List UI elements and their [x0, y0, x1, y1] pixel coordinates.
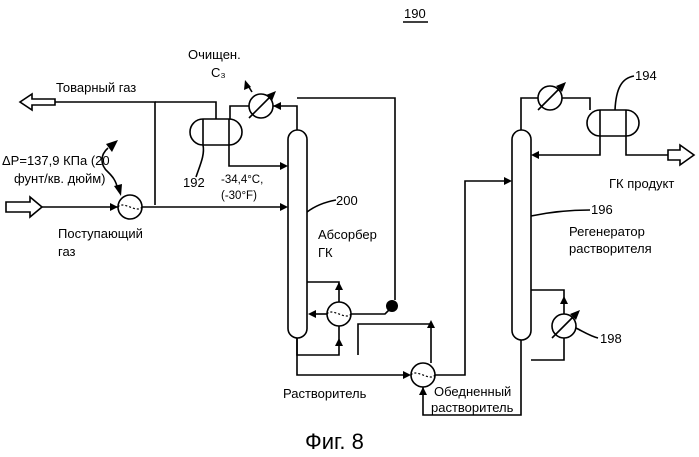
ref-194-leader — [615, 76, 634, 110]
solvent-pump — [386, 300, 398, 312]
condenser-to-drum-line — [562, 98, 590, 110]
ref-192-leader — [196, 145, 203, 177]
absorber-label-1: Абсорбер — [318, 227, 377, 242]
product-gas-label: Товарный газ — [56, 80, 136, 95]
solvent-cooler — [327, 302, 351, 326]
lean-solvent-label-2: растворитель — [431, 400, 514, 415]
lean-to-cooler-line — [358, 324, 431, 355]
regen-bottoms-arrowhead — [419, 387, 427, 395]
rich-solvent-arrowhead — [403, 371, 411, 379]
ngl-product-arrow — [668, 145, 694, 165]
reflux-drum-194 — [587, 110, 639, 136]
reflux-arrowhead — [531, 151, 539, 159]
regen-feed-arrowhead — [504, 177, 512, 185]
reflux-line — [536, 136, 600, 155]
lean-solvent-arrowhead — [335, 338, 343, 346]
pressure-drop-arrowhead-bottom — [114, 184, 122, 196]
reboiler-198 — [552, 310, 580, 338]
pressure-drop-arrowhead-top — [106, 140, 118, 152]
purified-c3-label-2: C₃ — [211, 65, 226, 80]
separator-liquid-arrowhead — [280, 162, 288, 170]
reboiler-return-line — [531, 338, 564, 360]
reboiler-return-arrowhead — [560, 296, 568, 304]
purified-c3-label-1: Очищен. — [188, 47, 241, 62]
overhead-arrowhead — [273, 102, 281, 110]
reboiler-supply-line — [531, 290, 564, 314]
regen-overhead-line — [521, 98, 538, 130]
feed-gas-label-1: Поступающий — [58, 226, 143, 241]
absorber-label-2: ГК — [318, 245, 333, 260]
absorber-overhead-line — [273, 106, 297, 132]
ref-198-label: 198 — [600, 331, 622, 346]
cold-separator-192 — [190, 119, 242, 145]
regen-condenser — [538, 82, 566, 110]
ref-196-label: 196 — [591, 202, 613, 217]
regenerator-label-1: Регенератор — [569, 224, 645, 239]
absorber-column-200 — [288, 130, 307, 338]
ref-192-label: 192 — [183, 175, 205, 190]
ref-198-leader — [576, 328, 598, 338]
separator-vapor-line — [155, 102, 216, 119]
ref-194-label: 194 — [635, 68, 657, 83]
figure-caption: Фиг. 8 — [305, 429, 364, 454]
pressure-drop-label-1: ΔP=137,9 КПа (20 — [2, 153, 110, 168]
product-gas-arrow — [20, 94, 55, 110]
chiller-to-separator-line — [230, 106, 249, 119]
lean-solvent-label-1: Обедненный — [434, 384, 511, 399]
solvent-label: Растворитель — [283, 386, 367, 401]
pressure-drop-label-2: фунт/кв. дюйм) — [14, 171, 105, 186]
separator-liquid-line — [229, 145, 283, 166]
absorber-bottoms-line — [307, 282, 339, 302]
rich-solvent-line — [297, 338, 407, 375]
lean-rich-exchanger — [411, 363, 435, 387]
cooler-to-absorber-arrowhead — [308, 310, 316, 318]
feed-heat-exchanger — [118, 195, 142, 219]
ref-200-leader — [307, 200, 336, 212]
feed-gas-arrow — [6, 197, 42, 217]
temperature-label-2: (-30°F) — [221, 190, 257, 202]
regenerator-label-2: растворителя — [569, 241, 652, 256]
figure-number: 190 — [404, 6, 426, 21]
ngl-product-line — [626, 136, 668, 155]
regen-feed-line — [435, 181, 507, 375]
ngl-product-label: ГК продукт — [609, 176, 674, 191]
feed-flow-arrowhead — [110, 203, 118, 211]
feed-gas-label-2: газ — [58, 244, 76, 259]
bottoms-to-cooler-arrowhead — [335, 282, 343, 290]
regenerator-column-196 — [512, 130, 531, 340]
ref-196-leader — [531, 210, 590, 216]
temperature-label-1: -34,4°C, — [221, 174, 263, 186]
absorber-feed-arrowhead — [280, 203, 288, 211]
overhead-chiller — [249, 91, 276, 118]
ref-200-label: 200 — [336, 193, 358, 208]
